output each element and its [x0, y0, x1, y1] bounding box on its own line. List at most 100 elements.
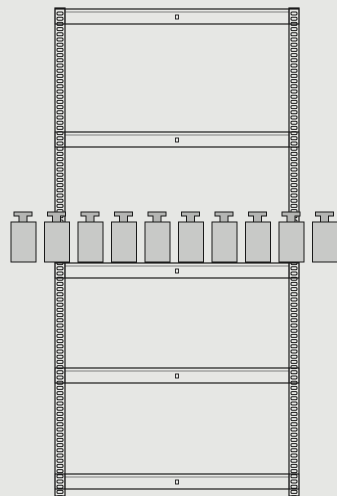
- perforation-slot: [56, 79, 64, 84]
- perforation-slot: [290, 47, 298, 52]
- perforation-slot: [290, 84, 298, 89]
- perforation-slot: [56, 385, 64, 390]
- perforation-slot: [290, 406, 298, 411]
- perforation-slot: [56, 432, 64, 437]
- perforation-slot: [290, 307, 298, 312]
- perforation-slot: [290, 172, 298, 177]
- perforation-slot: [290, 141, 298, 146]
- perforation-slot: [56, 354, 64, 359]
- perforation-slot: [56, 162, 64, 167]
- perforation-slot: [56, 469, 64, 474]
- perforation-slot: [290, 281, 298, 286]
- perforation-slot: [290, 375, 298, 380]
- perforation-slot: [290, 484, 298, 489]
- perforation-slot: [56, 183, 64, 188]
- perforation-slot: [290, 162, 298, 167]
- perforation-slot: [56, 271, 64, 276]
- shelves: [54, 8, 300, 490]
- perforation-slot: [56, 427, 64, 432]
- perforation-slot: [290, 359, 298, 364]
- perforation-slot: [290, 115, 298, 120]
- perforation-slot: [290, 385, 298, 390]
- perforation-slot: [290, 188, 298, 193]
- perforation-slot: [290, 151, 298, 156]
- perforation-slot: [56, 16, 64, 21]
- perforation-slot: [56, 302, 64, 307]
- perforation-slot: [56, 396, 64, 401]
- shelf-bracket: [54, 367, 66, 384]
- perforation-slot: [290, 354, 298, 359]
- shelf-bracket: [54, 473, 66, 490]
- perforation-slot: [56, 105, 64, 110]
- perforation-slot: [290, 183, 298, 188]
- perforation-slot: [56, 115, 64, 120]
- perforation-slot: [56, 11, 64, 16]
- perforation-slot: [290, 396, 298, 401]
- shelf-bracket: [54, 131, 66, 148]
- perforation-slot: [56, 47, 64, 52]
- perforation-slot: [290, 333, 298, 338]
- weight: [211, 211, 238, 263]
- perforation-slot: [290, 37, 298, 42]
- perforation-slot: [56, 53, 64, 58]
- perforation-slot: [290, 11, 298, 16]
- weight: [245, 211, 271, 263]
- perforation-slot: [56, 474, 64, 479]
- perforation-slot: [56, 417, 64, 422]
- shelf-beam-body: [64, 367, 290, 384]
- shelf-bracket: [54, 262, 66, 279]
- shelf-rivet: [175, 268, 179, 274]
- shelf-bracket: [288, 367, 300, 384]
- perforation-slot: [56, 141, 64, 146]
- shelf-rivet: [175, 14, 179, 20]
- weight: [144, 211, 171, 263]
- shelf-beam-body: [64, 473, 290, 490]
- perforation-slot: [56, 99, 64, 104]
- weight: [77, 211, 104, 263]
- shelf-beam-body: [64, 131, 290, 148]
- perforation-slot: [290, 328, 298, 333]
- perforation-slot: [290, 474, 298, 479]
- perforation-slot: [56, 276, 64, 281]
- perforation-slot: [56, 136, 64, 141]
- perforation-slot: [290, 79, 298, 84]
- perforation-slot: [56, 167, 64, 172]
- perforation-slot: [56, 297, 64, 302]
- perforation-slot: [56, 172, 64, 177]
- perforation-slot: [56, 89, 64, 94]
- shelf-beam-body: [64, 262, 290, 279]
- perforation-slot: [290, 318, 298, 323]
- perforation-slot: [56, 406, 64, 411]
- shelf-bracket: [288, 8, 300, 25]
- perforation-slot: [56, 32, 64, 37]
- perforation-slot: [56, 37, 64, 42]
- perforation-slot: [290, 417, 298, 422]
- perforation-slot: [56, 359, 64, 364]
- perforation-slot: [290, 157, 298, 162]
- shelf-beam: [64, 473, 290, 490]
- perforation-slot: [56, 292, 64, 297]
- perforation-slot: [290, 297, 298, 302]
- perforation-slot: [56, 110, 64, 115]
- perforation-slot: [290, 63, 298, 68]
- perforation-slot: [290, 411, 298, 416]
- perforation-slot: [56, 198, 64, 203]
- shelf-beam: [64, 367, 290, 384]
- shelf-bracket: [288, 262, 300, 279]
- perforation-slot: [56, 73, 64, 78]
- weight-body: [278, 221, 305, 263]
- perforation-slot: [290, 42, 298, 47]
- perforation-slot: [290, 365, 298, 370]
- perforation-slot: [56, 94, 64, 99]
- perforation-slot: [290, 422, 298, 427]
- weight: [111, 211, 137, 263]
- perforation-slot: [56, 448, 64, 453]
- weight: [312, 211, 337, 263]
- perforation-slot: [290, 344, 298, 349]
- shelf-rivet: [175, 373, 179, 379]
- perforation-slot: [56, 313, 64, 318]
- weight-body: [312, 221, 337, 263]
- perforation-slot: [290, 16, 298, 21]
